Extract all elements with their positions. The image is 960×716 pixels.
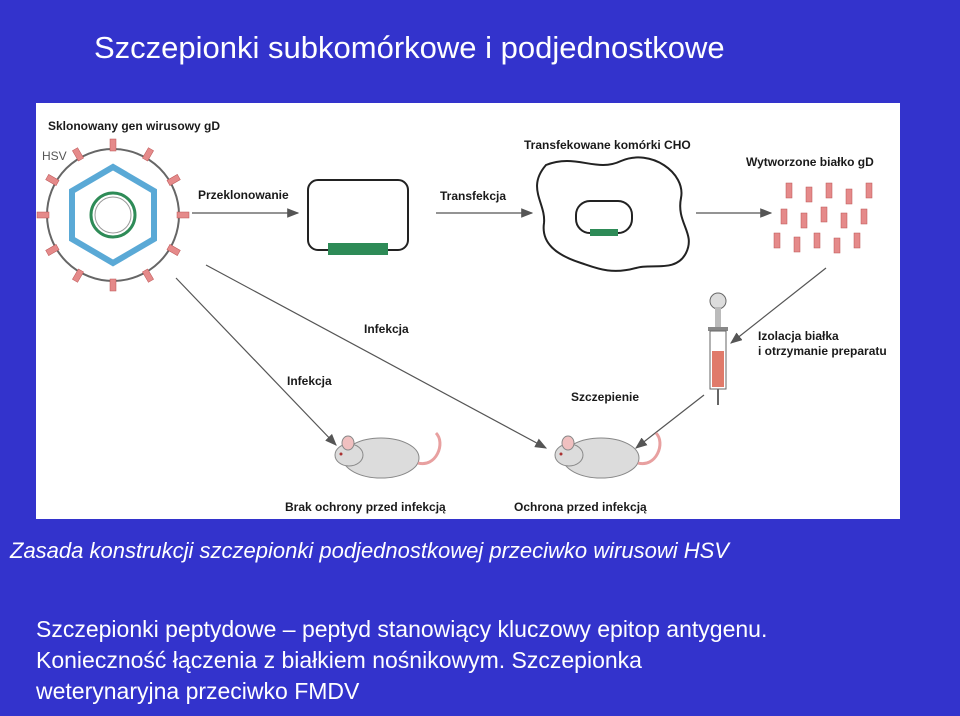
label-protection: Ochrona przed infekcją (514, 500, 647, 514)
figure-caption: Zasada konstrukcji szczepionki podjednos… (10, 538, 729, 563)
cho-cell-icon (536, 156, 690, 272)
label-no-protection: Brak ochrony przed infekcją (285, 500, 446, 514)
label-isolation-2: i otrzymanie preparatu (758, 344, 887, 358)
label-produced-protein: Wytworzone białko gD (746, 155, 874, 169)
syringe-icon (708, 292, 728, 405)
label-vaccination: Szczepienie (571, 390, 640, 404)
diagram-svg (36, 138, 873, 479)
label-cloning: Przeklonowanie (198, 188, 289, 202)
body-text: Szczepionki peptydowe – peptyd stanowiąc… (36, 614, 936, 707)
body-line: weterynaryjna przeciwko FMDV (36, 678, 360, 704)
mouse-protected-icon (554, 431, 662, 479)
mouse-unprotected-icon (334, 431, 442, 479)
label-cloned-gene: Sklonowany gen wirusowy gD (48, 119, 221, 133)
label-hsv: HSV (42, 149, 67, 163)
body-line: Szczepionki peptydowe – peptyd stanowiąc… (36, 616, 768, 642)
label-cho-cells: Transfekowane komórki CHO (524, 138, 691, 152)
label-transfection: Transfekcja (440, 189, 507, 203)
label-infection-1: Infekcja (364, 322, 409, 336)
slide-title: Szczepionki subkomórkowe i podjednostkow… (94, 30, 725, 65)
diagram-panel: Sklonowany gen wirusowy gD HSV Przeklono… (36, 103, 900, 519)
plasmid-icon (307, 179, 409, 255)
body-line: Konieczność łączenia z białkiem nośnikow… (36, 647, 642, 673)
protein-gd-icon (773, 182, 873, 254)
label-infection-2: Infekcja (287, 374, 332, 388)
hsv-virus-icon (36, 138, 190, 292)
label-isolation-1: Izolacja białka (758, 329, 839, 343)
